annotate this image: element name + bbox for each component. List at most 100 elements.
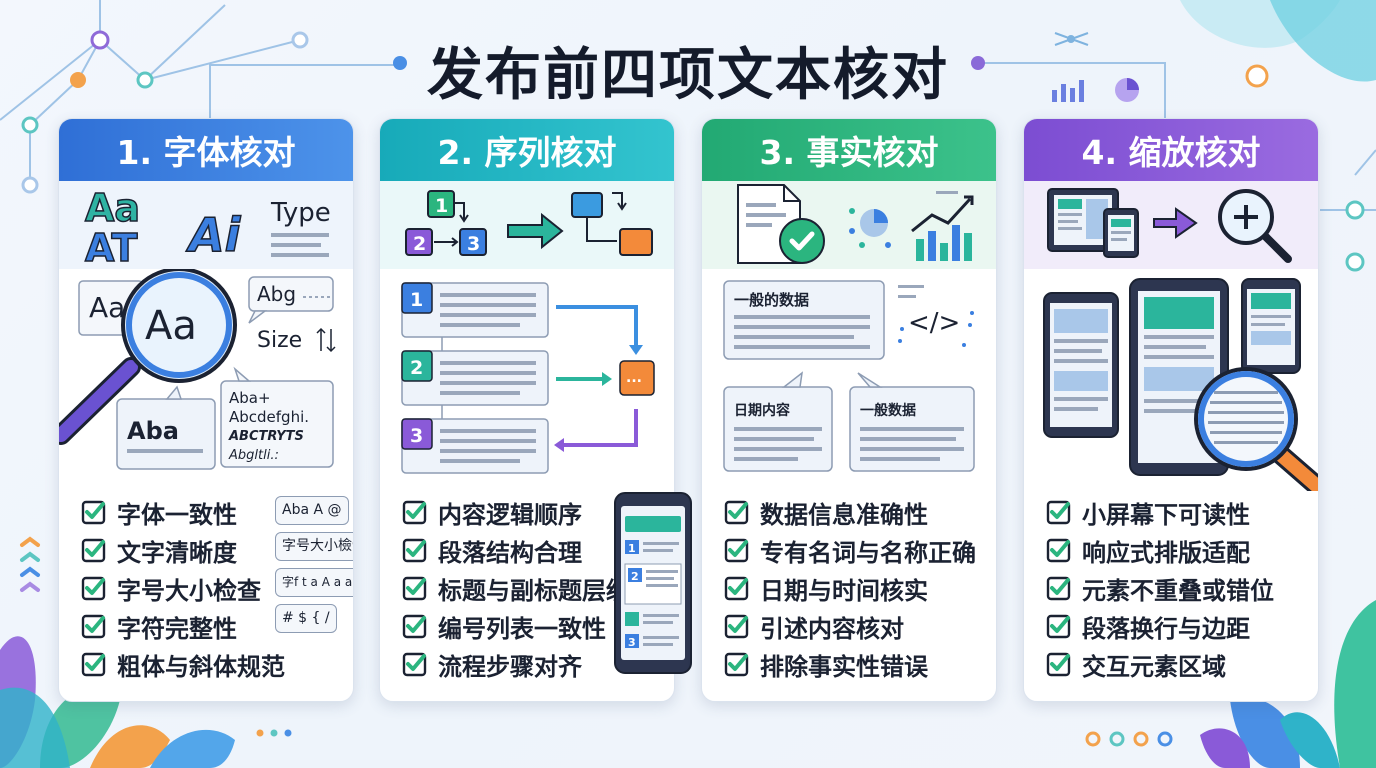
checklist-item: 引述内容核对 xyxy=(724,607,976,645)
font-sample-tag: Aba A @ xyxy=(275,496,349,525)
checklist: 数据信息准确性 专有名词与名称正确 日期与时间核实 引述内容核对 排除事实性错误 xyxy=(724,493,976,683)
checkbox-checked-icon xyxy=(402,500,427,525)
checklist-item: 数据信息准确性 xyxy=(724,493,976,531)
page-title: 发布前四项文本核对 xyxy=(427,43,949,108)
aa-box-text: Aa xyxy=(89,291,125,324)
checkbox-checked-icon xyxy=(81,576,106,601)
checkbox-checked-icon xyxy=(724,614,749,639)
size-label: Size xyxy=(257,328,302,353)
magnifier-icon xyxy=(1194,367,1318,491)
specimen-line-1: Aba+ xyxy=(229,389,271,407)
checkbox-checked-icon xyxy=(1046,652,1071,677)
checklist-item: 粗体与斜体规范 xyxy=(81,645,285,683)
step-card-2: 2 xyxy=(401,350,549,406)
checkbox-checked-icon xyxy=(81,614,106,639)
checkbox-checked-icon xyxy=(81,538,106,563)
band-box-3: 3 xyxy=(467,233,480,255)
type-word: Type xyxy=(270,198,331,228)
tablet-phone-icon xyxy=(1047,188,1139,258)
svg-text:2: 2 xyxy=(631,570,639,583)
checklist-item: 小屏幕下可读性 xyxy=(1046,493,1274,531)
checkbox-checked-icon xyxy=(724,538,749,563)
step-3-label: 3 xyxy=(410,425,423,447)
fact-illustration: 一般的数据 </> 日期内容 一般数据 xyxy=(702,269,996,491)
font-sample-tag: 字号大小檢體 xyxy=(275,532,353,561)
sequence-illustration: 1 2 3 ... xyxy=(380,269,674,491)
zoom-icons xyxy=(1047,188,1292,263)
checkbox-checked-icon xyxy=(81,652,106,677)
magnifier-text: Aa xyxy=(145,303,197,349)
card-zoom-check: 4. 缩放核对 xyxy=(1023,118,1319,702)
icon-band: Aa AT Ai Type xyxy=(59,181,353,269)
abg-bubble-text: Abg xyxy=(257,282,296,306)
checklist: 内容逻辑顺序 段落结构合理 标题与副标题层级 编号列表一致性 流程步骤对齐 xyxy=(402,493,630,683)
checkbox-checked-icon xyxy=(724,652,749,677)
specimen-line-4: Abgltli.: xyxy=(228,448,279,463)
checklist-item: 流程步骤对齐 xyxy=(402,645,630,683)
bubble-general-top: 一般的数据 xyxy=(734,291,809,309)
sequence-icons: 1 2 3 xyxy=(405,190,653,256)
checkbox-checked-icon xyxy=(402,576,427,601)
card-heading: 3. 事实核对 xyxy=(702,119,996,181)
checkbox-checked-icon xyxy=(402,614,427,639)
checklist-item: 字体一致性 xyxy=(81,493,285,531)
aba-bubble-text: Aba xyxy=(127,417,179,445)
step-2-label: 2 xyxy=(410,357,423,379)
checklist-item: 响应式排版适配 xyxy=(1046,531,1274,569)
pie-chart-icon xyxy=(849,208,891,248)
fact-icons xyxy=(737,184,974,264)
glyph-ai: Ai xyxy=(186,208,242,262)
checklist-item: 字号大小检查 xyxy=(81,569,285,607)
font-sample-tag: # $ { / xyxy=(275,604,337,633)
checkbox-checked-icon xyxy=(1046,614,1071,639)
checklist-item: 元素不重叠或错位 xyxy=(1046,569,1274,607)
phone-device-small xyxy=(1241,278,1301,374)
checklist-item: 标题与副标题层级 xyxy=(402,569,630,607)
checklist-item: 段落结构合理 xyxy=(402,531,630,569)
font-illustration: Aa Abg Size Aba+ Abcdefghi. ABCTRYTS Abg… xyxy=(59,269,353,491)
step-1-label: 1 xyxy=(410,289,423,311)
checklist: 小屏幕下可读性 响应式排版适配 元素不重叠或错位 段落换行与边距 交互元素区域 xyxy=(1046,493,1274,683)
checklist-item: 内容逻辑顺序 xyxy=(402,493,630,531)
checklist-item: 文字清晰度 xyxy=(81,531,285,569)
checkbox-checked-icon xyxy=(1046,576,1071,601)
font-sample-tag: 字f t a A a a c 性 xyxy=(275,568,353,597)
specimen-line-3: ABCTRYTS xyxy=(228,429,304,444)
result-box-label: ... xyxy=(626,370,642,386)
growth-chart-icon xyxy=(911,191,974,261)
code-icon: </> xyxy=(908,308,960,338)
checklist-item: 日期与时间核实 xyxy=(724,569,976,607)
checklist-item: 专有名词与名称正确 xyxy=(724,531,976,569)
step-card-3: 3 xyxy=(401,418,549,474)
svg-text:3: 3 xyxy=(628,636,636,649)
magnifier-icon: Aa xyxy=(59,269,237,445)
icon-band xyxy=(1024,181,1318,269)
checkbox-checked-icon xyxy=(402,652,427,677)
glyph-aa: Aa xyxy=(85,186,140,230)
icon-band: 1 2 3 xyxy=(380,181,674,269)
card-heading: 1. 字体核对 xyxy=(59,119,353,181)
checkbox-checked-icon xyxy=(1046,538,1071,563)
card-fact-check: 3. 事实核对 xyxy=(701,118,997,702)
checklist-item: 排除事实性错误 xyxy=(724,645,976,683)
checkbox-checked-icon xyxy=(81,500,106,525)
checklist-item: 编号列表一致性 xyxy=(402,607,630,645)
bubble-general-bottom: 一般数据 xyxy=(860,402,916,419)
icon-band xyxy=(702,181,996,269)
tablet-device xyxy=(1043,292,1119,438)
checkbox-checked-icon xyxy=(402,538,427,563)
document-verified-icon xyxy=(737,184,825,264)
card-heading: 2. 序列核对 xyxy=(380,119,674,181)
step-card-1: 1 xyxy=(401,282,549,338)
checkbox-checked-icon xyxy=(1046,500,1071,525)
phone-sequence-icon: 1 2 3 xyxy=(614,492,692,674)
zoom-in-icon xyxy=(1218,189,1292,263)
card-heading: 4. 缩放核对 xyxy=(1024,119,1318,181)
checkbox-checked-icon xyxy=(724,500,749,525)
glyph-at: AT xyxy=(85,226,137,269)
checkbox-checked-icon xyxy=(724,576,749,601)
bubble-date: 日期内容 xyxy=(734,402,790,419)
zoom-illustration xyxy=(1024,269,1318,491)
card-font-check: 1. 字体核对 Aa AT Ai Type Aa Abg Size xyxy=(58,118,354,702)
